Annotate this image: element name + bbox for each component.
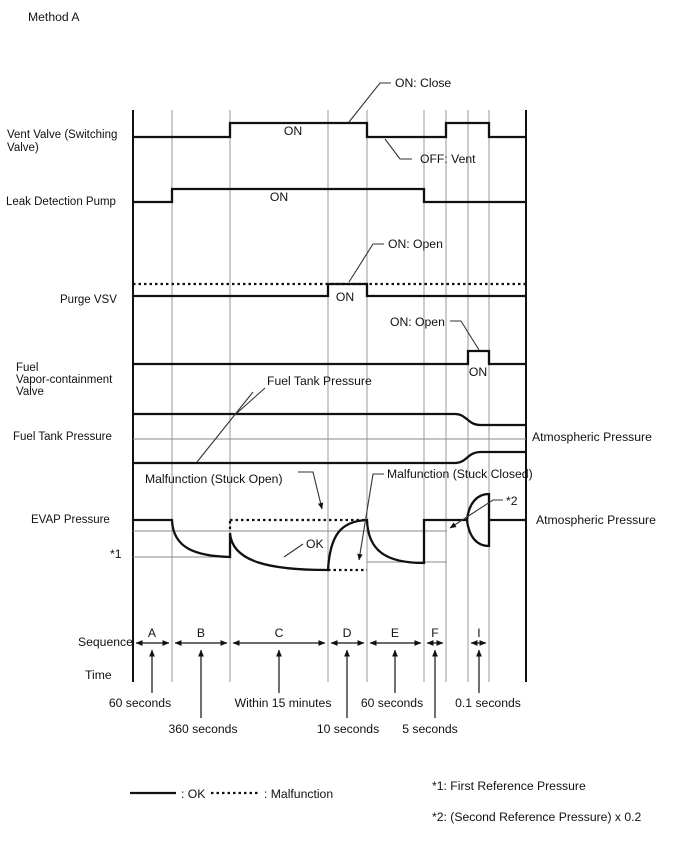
fvc-on-open-annotation: ON: Open — [390, 315, 445, 329]
footnote-ref2: *2: (Second Reference Pressure) x 0.2 — [432, 810, 642, 824]
sequence-label: Sequence — [78, 635, 133, 649]
sequence-letter-f: F — [431, 626, 438, 640]
vent-valve-on-label: ON — [284, 124, 302, 138]
on-close-annotation: ON: Close — [395, 76, 451, 90]
time-value-a: 60 seconds — [109, 696, 171, 710]
leak-pump-on-label: ON — [270, 190, 288, 204]
ok-annotation: OK — [306, 537, 324, 551]
fuel-tank-pressure-leader-short — [236, 387, 266, 414]
fvc-valve-label-line3: Valve — [16, 386, 44, 398]
atmospheric-pressure-label-1: Atmospheric Pressure — [532, 430, 652, 444]
stuck-open-arrow — [298, 471, 324, 510]
leak-pump-waveform — [133, 187, 526, 204]
time-value-i: 0.1 seconds — [455, 696, 521, 710]
vent-valve-row: ON ON: Close OFF: Vent Vent Valve (Switc… — [7, 76, 526, 166]
sequence-row: Sequence A B C D E F I — [78, 626, 487, 649]
vent-valve-waveform — [133, 121, 526, 139]
vent-valve-label-line2: Valve) — [7, 142, 39, 154]
fvc-valve-on-label: ON — [469, 365, 487, 379]
fuel-tank-pressure-upper-curve — [133, 412, 526, 427]
time-label: Time — [85, 668, 112, 682]
sequence-letter-d: D — [343, 626, 352, 640]
fuel-tank-pressure-row: Fuel Tank Pressure Fuel Tank Pressure At… — [13, 374, 652, 465]
leak-pump-label: Leak Detection Pump — [6, 196, 116, 208]
evap-pressure-ok-curve — [133, 492, 526, 572]
footnote-ref1: *1: First Reference Pressure — [432, 779, 586, 793]
fvc-valve-waveform — [133, 349, 526, 366]
evap-pressure-label: EVAP Pressure — [31, 514, 110, 526]
off-vent-annotation: OFF: Vent — [420, 152, 476, 166]
footnotes: *1: First Reference Pressure *2: (Second… — [432, 779, 642, 824]
ok-leader-line — [283, 543, 304, 558]
stuck-open-annotation: Malfunction (Stuck Open) — [145, 472, 283, 486]
fvc-valve-label-line2: Vapor-containment — [16, 374, 113, 386]
leak-pump-row: ON Leak Detection Pump — [6, 187, 526, 208]
purge-vsv-waveform — [133, 282, 526, 298]
sequence-letter-b: B — [197, 626, 205, 640]
sequence-letter-i: I — [477, 626, 480, 640]
ref1-mark: *1 — [110, 547, 122, 561]
ref2-arrow — [449, 499, 503, 529]
evap-pressure-row: Malfunction (Stuck Open) Malfunction (St… — [31, 467, 656, 572]
sequence-letter-e: E — [391, 626, 399, 640]
legend: : OK : Malfunction — [130, 787, 333, 801]
fuel-tank-pressure-lower-curve — [133, 450, 526, 465]
chart-axes — [132, 110, 527, 682]
purge-on-open-leader-line — [348, 243, 384, 283]
purge-on-open-annotation: ON: Open — [388, 237, 443, 251]
fvc-valve-label-line1: Fuel — [16, 362, 38, 374]
time-value-e: 60 seconds — [361, 696, 423, 710]
time-value-f: 5 seconds — [402, 722, 458, 736]
purge-vsv-on-label: ON — [336, 290, 354, 304]
time-value-b: 360 seconds — [168, 722, 237, 736]
time-value-d: 10 seconds — [317, 722, 379, 736]
atmospheric-pressure-label-2: Atmospheric Pressure — [536, 513, 656, 527]
sequence-letter-c: C — [275, 626, 284, 640]
purge-vsv-label: Purge VSV — [60, 294, 117, 306]
fvc-on-open-leader-line — [450, 320, 480, 351]
page-title: Method A — [28, 10, 80, 24]
purge-vsv-row: ON ON: Open Purge VSV — [60, 237, 526, 306]
sequence-letter-a: A — [148, 626, 157, 640]
fuel-tank-pressure-leader-long — [196, 391, 254, 463]
time-row: Time 60 seconds Within 15 minutes 60 sec… — [85, 649, 521, 736]
legend-malfunction-label: : Malfunction — [264, 787, 333, 801]
legend-ok-label: : OK — [181, 787, 205, 801]
evap-pressure-malfunction-curve — [228, 518, 367, 572]
off-vent-leader-line — [384, 138, 412, 160]
on-close-leader-line — [348, 82, 391, 123]
grid-lines — [171, 110, 490, 682]
fuel-tank-pressure-label: Fuel Tank Pressure — [13, 431, 112, 443]
stuck-closed-annotation: Malfunction (Stuck Closed) — [387, 467, 533, 481]
fuel-tank-pressure-callout: Fuel Tank Pressure — [267, 374, 372, 388]
time-value-c: Within 15 minutes — [235, 696, 332, 710]
ref2-mark: *2 — [506, 494, 518, 508]
fvc-valve-row: ON ON: Open Fuel Vapor-containment Valve — [16, 315, 526, 398]
vent-valve-label-line1: Vent Valve (Switching — [7, 129, 117, 141]
stuck-closed-arrow — [357, 473, 384, 561]
